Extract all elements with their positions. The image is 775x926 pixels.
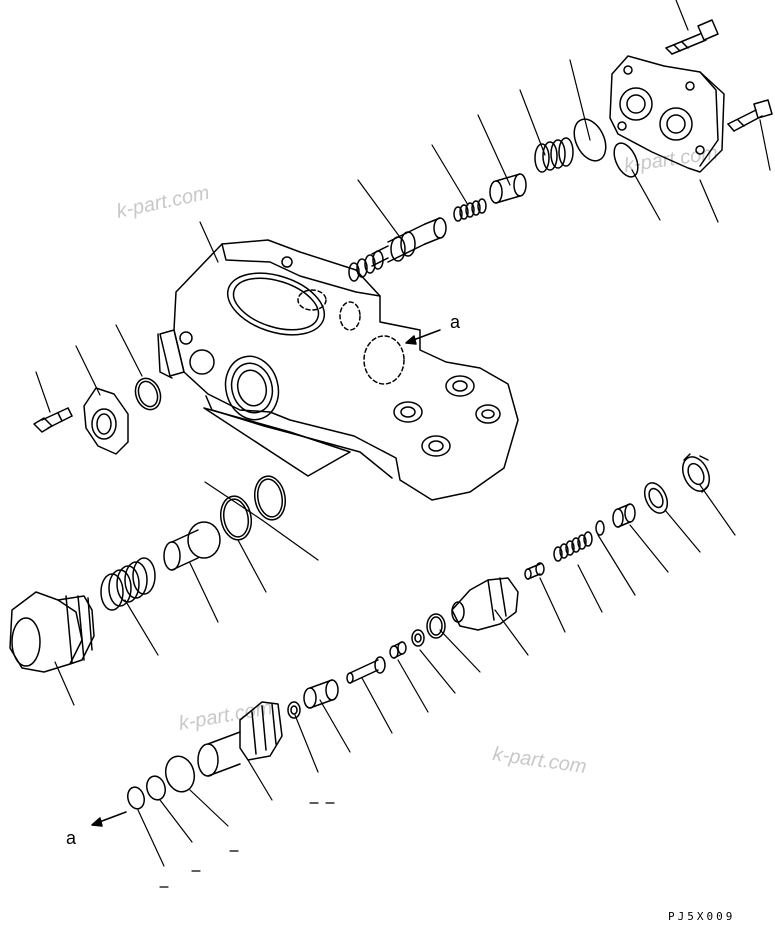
adjust-screw xyxy=(612,503,636,528)
watermark: k-part.com xyxy=(177,697,274,735)
cover-bolt-top xyxy=(665,19,719,55)
relief-valve-body xyxy=(451,577,519,631)
o-ring-check-2 xyxy=(146,775,166,801)
o-ring-left-1 xyxy=(219,495,253,541)
piston xyxy=(303,679,339,709)
spring-left xyxy=(100,557,156,611)
o-ring-check-1 xyxy=(164,755,196,793)
cover-bolt-right xyxy=(727,99,773,132)
seal-ring xyxy=(389,641,407,659)
o-ring-left-2 xyxy=(253,475,287,521)
o-ring-cover-2 xyxy=(613,142,639,178)
flange-left xyxy=(83,387,129,455)
small-nut xyxy=(287,701,301,719)
o-ring-flange xyxy=(134,377,162,411)
callout-a-bottom-label: a xyxy=(66,828,77,848)
watermark: k-part.com xyxy=(114,182,211,223)
valve-body xyxy=(157,239,519,501)
check-valve-plug xyxy=(197,701,283,777)
pilot-poppet xyxy=(524,562,545,580)
spring-top xyxy=(534,137,574,173)
callout-a-bottom: a xyxy=(66,811,127,848)
flange-bolt-left xyxy=(33,407,73,433)
adjust-nut xyxy=(643,482,669,514)
spring-right xyxy=(553,531,593,562)
backup-ring xyxy=(411,629,425,647)
lock-nut xyxy=(681,453,711,493)
needle-pin xyxy=(346,656,386,684)
dash-marks xyxy=(159,802,335,888)
watermark: k-part.com xyxy=(491,743,588,778)
small-ball xyxy=(595,520,605,536)
watermarks: k-part.com k-part.com k-part.com k-part.… xyxy=(114,142,719,778)
o-ring-cover-1 xyxy=(573,118,607,162)
leader-lines xyxy=(35,0,771,867)
drawing-code: PJ5X009 xyxy=(668,910,735,923)
callout-a-top-label: a xyxy=(450,312,461,332)
spring-seat-top xyxy=(489,173,527,204)
o-ring-check-3 xyxy=(127,786,145,810)
valve-cover xyxy=(609,55,725,173)
plug-large xyxy=(9,591,95,673)
valve-spool xyxy=(348,217,447,282)
o-ring-relief xyxy=(426,613,446,639)
small-spring-top xyxy=(453,198,487,222)
callout-a-top: a xyxy=(405,312,461,345)
poppet-valve xyxy=(163,521,221,571)
